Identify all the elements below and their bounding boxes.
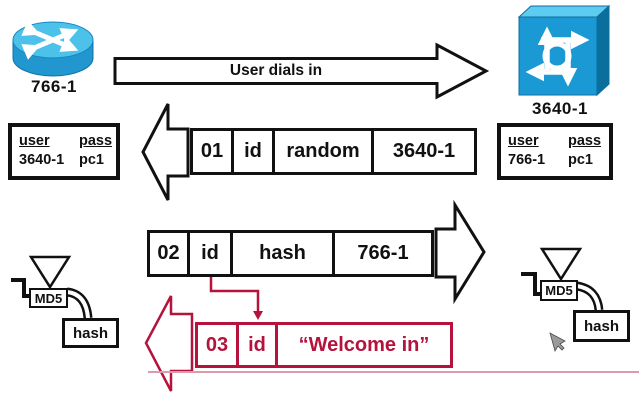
- id-match-connector: [209, 277, 263, 320]
- response-payload-field: hash: [230, 230, 335, 277]
- challenge-direction-arrow-icon: [141, 103, 190, 201]
- credentials-table-right: user pass 766-1 pc1: [497, 123, 613, 180]
- cred-left-user-value: 3640-1: [19, 151, 65, 168]
- router-3640-icon: [517, 4, 611, 97]
- response-direction-arrow-icon: [434, 199, 486, 305]
- cred-right-user-header: user: [508, 133, 539, 149]
- challenge-id-field: id: [231, 128, 275, 175]
- cred-left-pass-header: pass: [79, 133, 113, 149]
- response-seq-field: 02: [147, 230, 190, 277]
- message-response-row: 02 id hash 766-1: [147, 230, 434, 277]
- device-label-766: 766-1: [31, 77, 77, 96]
- hash-output-box-right: hash: [573, 310, 630, 342]
- md5-grinder-left-icon: [11, 255, 93, 319]
- message-challenge-row: 01 id random 3640-1: [190, 128, 477, 175]
- cred-right-pass-header: pass: [568, 133, 602, 149]
- device-label-3640: 3640-1: [532, 99, 588, 118]
- cred-left-user-header: user: [19, 133, 50, 149]
- challenge-seq-field: 01: [190, 128, 234, 175]
- challenge-payload-field: random: [272, 128, 374, 175]
- response-name-field: 766-1: [332, 230, 434, 277]
- user-dials-in-label: User dials in: [229, 62, 323, 79]
- mouse-cursor-icon: [549, 332, 566, 353]
- hash-output-box-left: hash: [62, 318, 119, 348]
- success-payload-field: “Welcome in”: [275, 322, 453, 368]
- cred-right-user-value: 766-1: [508, 151, 546, 168]
- user-dials-in-arrow: [113, 42, 490, 100]
- message-success-row: 03 id “Welcome in”: [195, 322, 453, 368]
- response-id-field: id: [187, 230, 233, 277]
- success-id-field: id: [236, 322, 278, 368]
- router-766-icon: [12, 20, 94, 77]
- cred-right-pass-value: pc1: [568, 151, 593, 168]
- success-seq-field: 03: [195, 322, 239, 368]
- credentials-table-left: user pass 3640-1 pc1: [8, 123, 120, 180]
- md5-engine-label-right: MD5: [540, 280, 578, 301]
- challenge-name-field: 3640-1: [371, 128, 477, 175]
- cred-left-pass-value: pc1: [79, 151, 104, 168]
- md5-engine-label-left: MD5: [29, 288, 68, 308]
- md5-grinder-right-icon: [521, 247, 604, 311]
- success-direction-arrow-icon: [144, 295, 194, 392]
